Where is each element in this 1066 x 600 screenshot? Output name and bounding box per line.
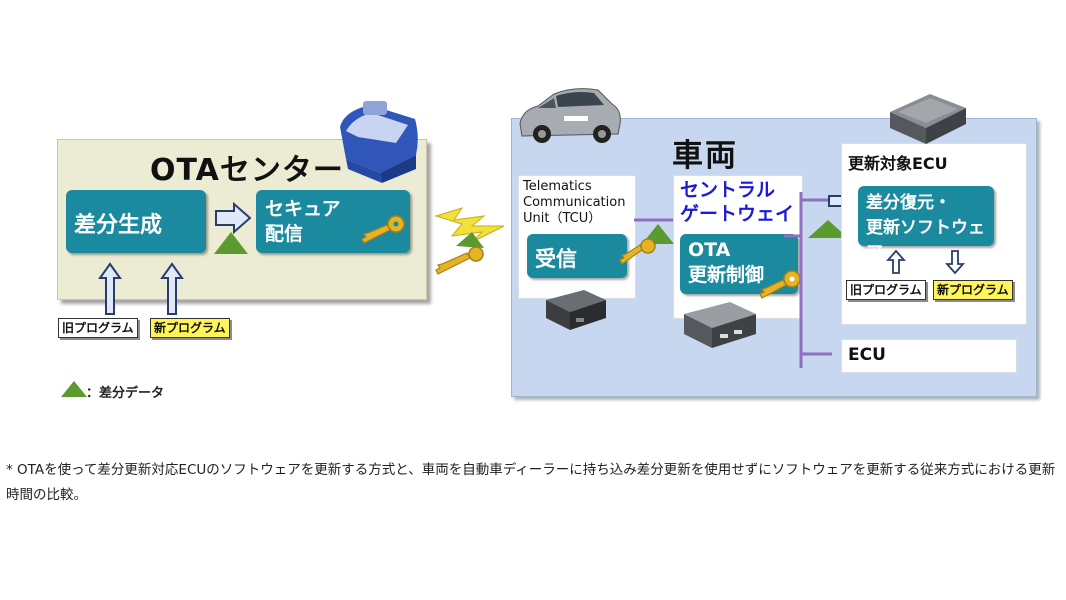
triangle-icon — [214, 232, 248, 254]
hollow-arrow-icon — [98, 262, 122, 315]
ota-control-line1: OTA — [688, 239, 731, 261]
triangle-icon — [61, 381, 87, 397]
ecu-panel: ECU — [841, 339, 1017, 373]
key-icon — [619, 224, 674, 265]
secure-label-line1: セキュア — [265, 198, 341, 220]
bus-lines — [634, 192, 832, 368]
old-program-tag: 旧プログラム — [58, 318, 138, 338]
diff-restore-box: 差分復元・ 更新ソフトウェア — [858, 186, 994, 263]
ota-center-title: OTAセンター — [150, 153, 344, 188]
diff-generation-box: 差分生成 — [66, 190, 206, 253]
ecu-box-icon — [546, 290, 606, 330]
legend-diff-data: ：差分データ — [86, 386, 165, 401]
tcu-label-line1: Telematics — [523, 179, 592, 194]
gateway-label-line2: ゲートウェイ — [680, 203, 795, 225]
key-icon — [361, 215, 405, 244]
receive-box: 受信 — [527, 234, 627, 278]
restore-label-line1: 差分復元・ — [866, 193, 951, 213]
hollow-arrow-icon — [945, 250, 965, 275]
server-icon — [340, 101, 418, 183]
vehicle-old-program-tag: 旧プログラム — [846, 280, 926, 300]
ecu-label: ECU — [848, 345, 886, 365]
car-image — [519, 88, 621, 143]
hollow-arrow-icon — [886, 249, 906, 274]
vehicle-title: 車両 — [672, 138, 738, 174]
target-ecu-label: 更新対象ECU — [848, 154, 948, 173]
receive-label: 受信 — [535, 247, 577, 271]
tcu-label-line3: Unit（TCU） — [523, 211, 602, 226]
hollow-arrow-icon — [160, 262, 184, 315]
ota-control-line2: 更新制御 — [688, 264, 765, 286]
gateway-label-line1: セントラル — [680, 179, 776, 201]
secure-label-line2: 配信 — [265, 223, 304, 245]
wireless-bolt-icon — [434, 207, 505, 275]
secure-delivery-box: セキュア 配信 — [256, 190, 410, 253]
footnote: * OTAを使って差分更新対応ECUのソフトウェアを更新する方式と、車両を自動車… — [6, 462, 1056, 503]
diff-generation-label: 差分生成 — [74, 213, 163, 238]
tcu-label-line2: Communication — [523, 195, 626, 210]
ecu-box-icon — [684, 302, 756, 348]
vehicle-new-program-tag: 新プログラム — [933, 280, 1013, 300]
restore-label-line2: 更新ソフトウェア — [866, 218, 985, 263]
new-program-tag: 新プログラム — [150, 318, 230, 338]
hollow-arrow-icon — [215, 202, 252, 234]
ecu-box-icon — [890, 94, 966, 144]
triangle-icon — [808, 220, 848, 238]
